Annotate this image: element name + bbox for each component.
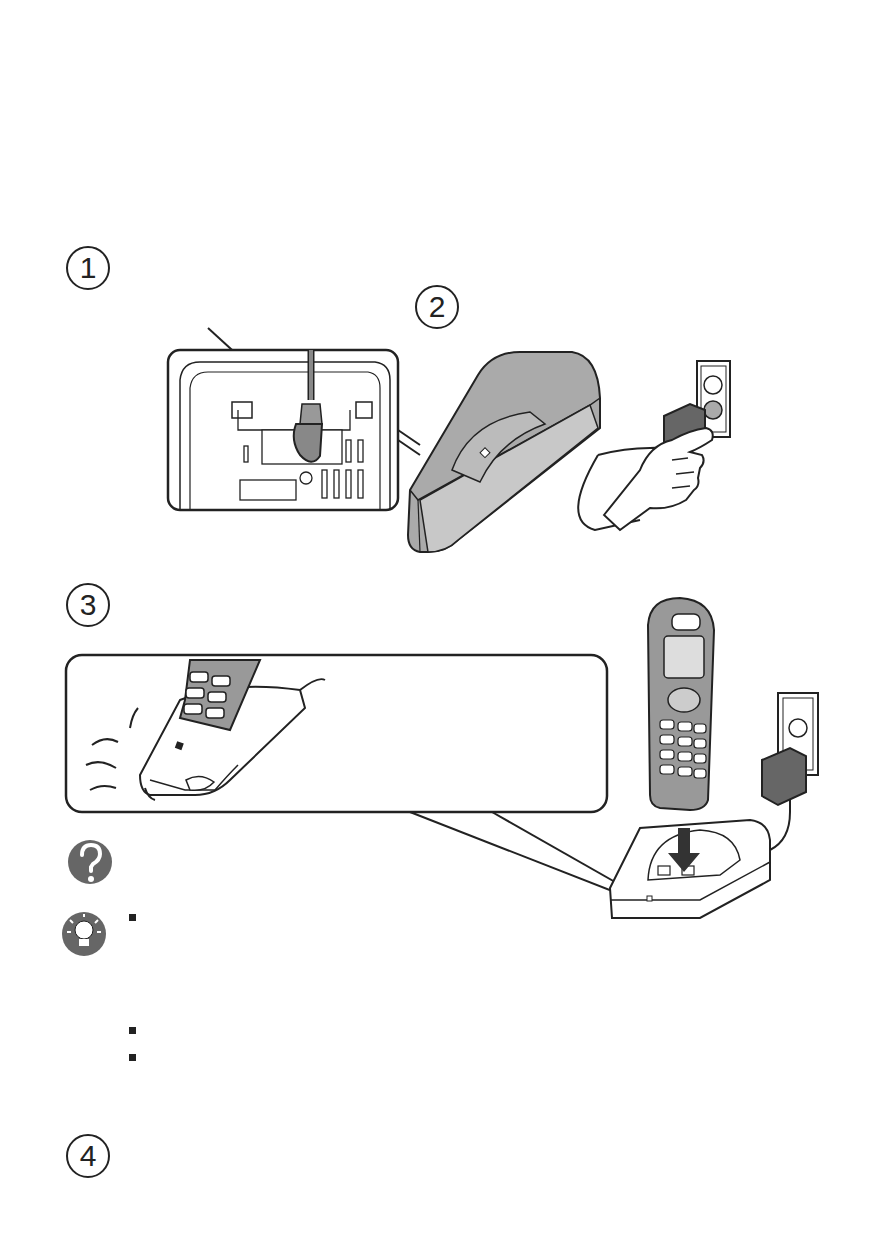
inset-charge-contact <box>66 655 607 812</box>
bullet <box>129 914 136 921</box>
base-unit <box>408 352 600 552</box>
bullet <box>129 1027 136 1034</box>
question-icon <box>68 840 112 884</box>
adapter-hand <box>604 404 713 530</box>
tip-icon <box>62 912 106 956</box>
bullet <box>129 1054 136 1061</box>
callout-number: 1 <box>66 246 110 290</box>
callout-number: 2 <box>415 285 459 329</box>
inset-base-back <box>168 350 420 510</box>
callout-number: 3 <box>66 583 110 627</box>
base-with-handset <box>610 598 818 918</box>
callout-number: 4 <box>66 1134 110 1178</box>
